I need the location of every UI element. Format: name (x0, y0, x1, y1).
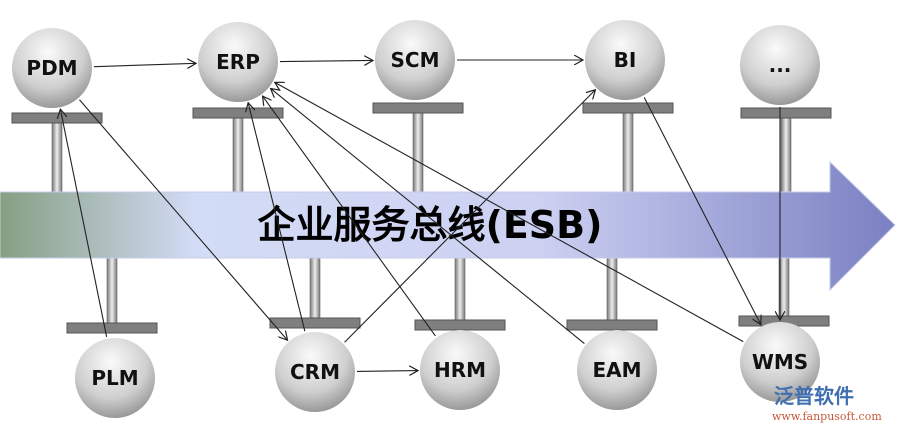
edge-hrm-to-erp (263, 96, 436, 337)
node-erp: ERP (198, 22, 278, 102)
node-label: ERP (216, 50, 260, 74)
connector-pole (309, 257, 321, 324)
edge-pdm-to-crm (79, 99, 287, 340)
node-hrm: HRM (420, 330, 500, 410)
edge-bi-to-wms (643, 97, 761, 324)
connector-pole (106, 257, 118, 329)
node-label: PDM (26, 56, 77, 80)
connector-bar (66, 322, 158, 334)
esb-bus-arrow: 企业服务总线(ESB) (0, 160, 896, 292)
connector-pole (232, 112, 244, 193)
watermark-brand: 泛普软件 (774, 384, 854, 408)
node-circle (375, 20, 455, 100)
node-label: WMS (752, 350, 808, 374)
edge-pdm-to-erp (93, 63, 196, 66)
node-circle (740, 25, 820, 105)
edge-wms-to-erp (275, 82, 744, 343)
node-eam: EAM (577, 330, 657, 410)
node-label: SCM (391, 48, 440, 72)
node-circle (577, 330, 657, 410)
node-circle (75, 338, 155, 418)
esb-bus-label: 企业服务总线(ESB) (257, 203, 602, 247)
node-scm: SCM (375, 20, 455, 100)
edge-plm-to-pdm (60, 109, 108, 337)
connector-pole (622, 107, 634, 193)
node-pdm: PDM (12, 28, 92, 108)
edge-crm-to-hrm (356, 371, 418, 372)
node-label: EAM (592, 358, 641, 382)
node-circle (740, 322, 820, 402)
connector-bar (740, 107, 832, 119)
edge-crm-to-erp (248, 103, 306, 332)
node-circle (275, 332, 355, 412)
node-label: PLM (91, 366, 138, 390)
connector-bar (269, 317, 361, 329)
edge-crm-to-bi (344, 90, 596, 343)
node-bi: BI (585, 20, 665, 100)
node-circle (12, 28, 92, 108)
watermark-url: www.fanpusoft.com (772, 410, 882, 423)
node-plm: PLM (75, 338, 155, 418)
connector-pole (51, 117, 63, 193)
node-label: BI (614, 48, 637, 72)
connector-pole (454, 257, 466, 326)
connector-bar (566, 319, 658, 331)
connector-bar (11, 112, 103, 124)
node-circle (198, 22, 278, 102)
connector-bar (372, 102, 464, 114)
node-label: CRM (290, 360, 340, 384)
connector-pole (780, 112, 792, 193)
node-crm: CRM (275, 332, 355, 412)
node-label: HRM (434, 358, 486, 382)
connector-pole (412, 107, 424, 193)
connector-bar (192, 107, 284, 119)
node-circle (585, 20, 665, 100)
node-more: ... (740, 25, 820, 105)
connector-bar (582, 102, 674, 114)
edge-erp-to-scm (279, 60, 373, 61)
node-label: ... (769, 53, 792, 77)
node-wms: WMS (740, 322, 820, 402)
connector-bar (414, 319, 506, 331)
connector-pole (606, 257, 618, 326)
node-circle (420, 330, 500, 410)
edge-eam-to-erp (271, 88, 585, 344)
